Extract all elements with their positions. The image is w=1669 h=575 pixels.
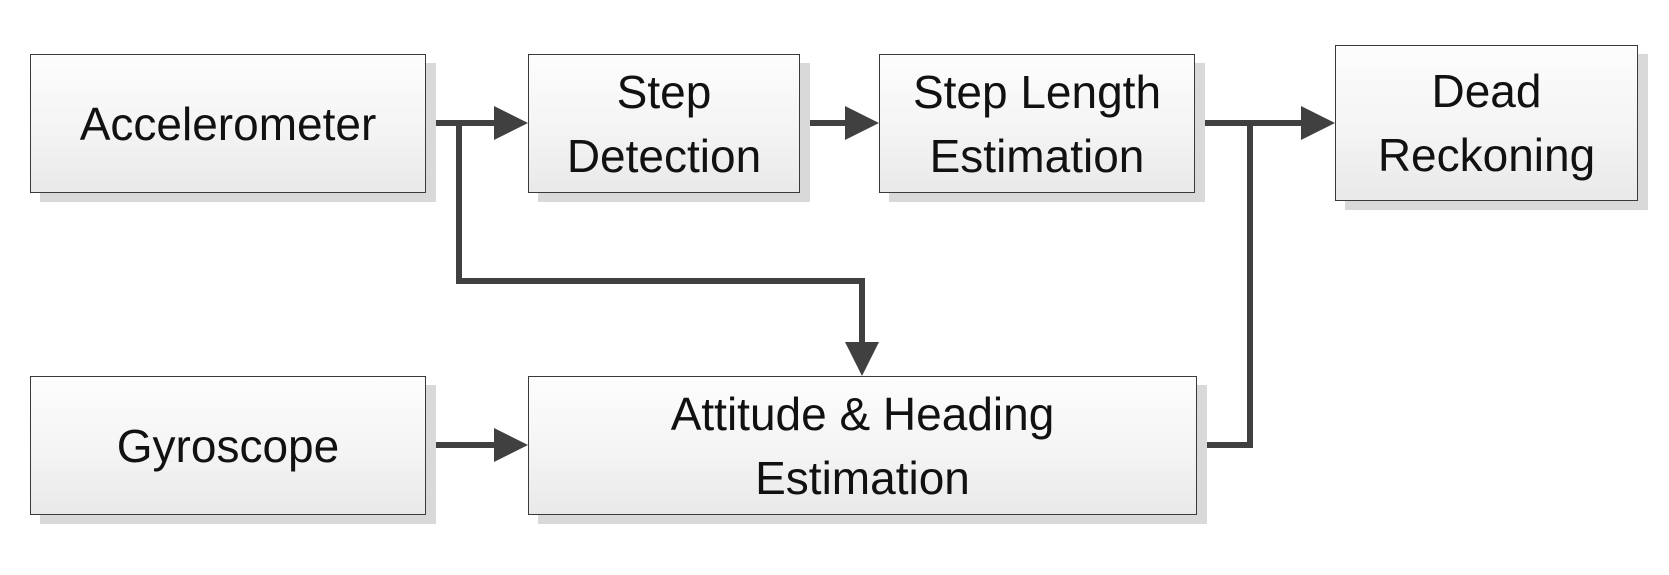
dead-reckoning-block: Dead Reckoning <box>1335 45 1638 201</box>
edge-accelerometer-to-attitude-heading <box>456 123 865 345</box>
arrowhead-attitude-from-accelerometer <box>845 342 879 376</box>
step-detection-label-line-1: Step <box>616 65 712 118</box>
gyroscope-label-line-1: Gyroscope <box>116 419 340 472</box>
step-length-estimation-label-line-1: Step Length <box>912 65 1162 118</box>
arrowhead-step-length <box>845 106 879 140</box>
step-detection-block: Step Detection <box>528 54 800 193</box>
accelerometer-label: Accelerometer <box>80 92 377 156</box>
step-length-estimation-block: Step Length Estimation <box>879 54 1195 193</box>
dead-reckoning-label-line-2: Reckoning <box>1377 129 1596 181</box>
accelerometer-block: Accelerometer <box>30 54 426 193</box>
dead-reckoning-label: Dead Reckoning <box>1378 59 1595 187</box>
attitude-heading-estimation-label: Attitude & Heading Estimation <box>671 382 1055 510</box>
accelerometer-label-line-1: Accelerometer <box>79 97 377 150</box>
step-length-estimation-label: Step Length Estimation <box>913 60 1161 188</box>
arrowhead-step-detection <box>494 106 528 140</box>
dead-reckoning-label-line-1: Dead <box>1431 65 1542 117</box>
gyroscope-block: Gyroscope <box>30 376 426 515</box>
step-length-estimation-label-line-2: Estimation <box>929 129 1145 182</box>
arrowhead-attitude-from-gyroscope <box>494 428 528 462</box>
attitude-heading-label-line-1: Attitude & Heading <box>670 387 1055 440</box>
attitude-heading-label-line-2: Estimation <box>755 451 970 504</box>
edge-attitude-heading-to-dead-reckoning <box>1197 123 1253 448</box>
gyroscope-label: Gyroscope <box>117 414 339 478</box>
step-detection-label: Step Detection <box>567 60 761 188</box>
arrowhead-dead-reckoning <box>1301 106 1335 140</box>
attitude-heading-estimation-block: Attitude & Heading Estimation <box>528 376 1197 515</box>
step-detection-label-line-2: Detection <box>566 129 762 182</box>
